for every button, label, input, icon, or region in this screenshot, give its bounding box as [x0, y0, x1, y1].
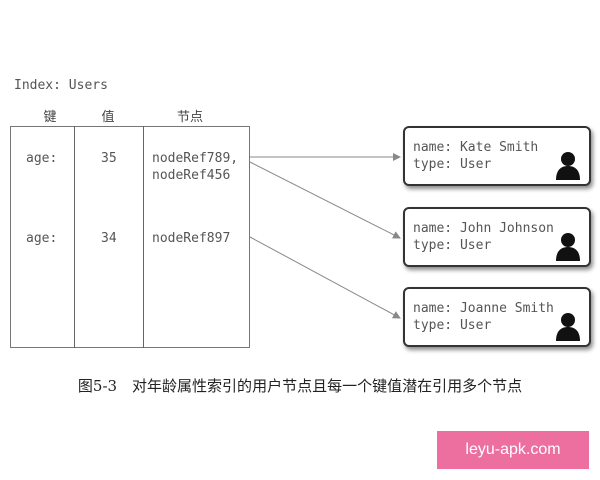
- row-value: 35: [101, 151, 117, 166]
- card-type: type: User: [413, 238, 492, 253]
- column-header-node: 节点: [176, 110, 203, 125]
- column-header-value: 值: [101, 110, 115, 125]
- user-silhouette-icon: [556, 152, 580, 180]
- arrow-john: [249, 161, 401, 239]
- table-divider: [143, 126, 144, 348]
- row-key: age:: [26, 231, 58, 246]
- card-name: name: Kate Smith: [413, 140, 539, 155]
- card-type: type: User: [413, 318, 492, 333]
- row-node-ref: nodeRef897: [152, 231, 231, 246]
- card-name: name: John Johnson: [413, 221, 554, 236]
- watermark: leyu-apk.com: [437, 431, 589, 469]
- row-key: age:: [26, 151, 58, 166]
- index-table: [10, 126, 250, 348]
- row-node-ref: nodeRef456: [152, 168, 231, 183]
- row-node-ref: nodeRef789,: [152, 151, 239, 166]
- user-silhouette-icon: [556, 233, 580, 261]
- card-type: type: User: [413, 157, 492, 172]
- card-name: name: Joanne Smith: [413, 301, 554, 316]
- user-node-card: name: John Johnson type: User: [403, 207, 591, 267]
- column-header-key: 键: [43, 110, 57, 125]
- user-node-card: name: Joanne Smith type: User: [403, 287, 591, 347]
- arrow-joanne: [249, 236, 401, 319]
- index-title: Index: Users: [14, 78, 108, 93]
- figure-caption: 图5-3 对年龄属性索引的用户节点且每一个键值潜在引用多个节点: [77, 377, 523, 395]
- user-silhouette-icon: [556, 313, 580, 341]
- user-node-card: name: Kate Smith type: User: [403, 126, 591, 186]
- row-value: 34: [101, 231, 117, 246]
- table-divider: [74, 126, 75, 348]
